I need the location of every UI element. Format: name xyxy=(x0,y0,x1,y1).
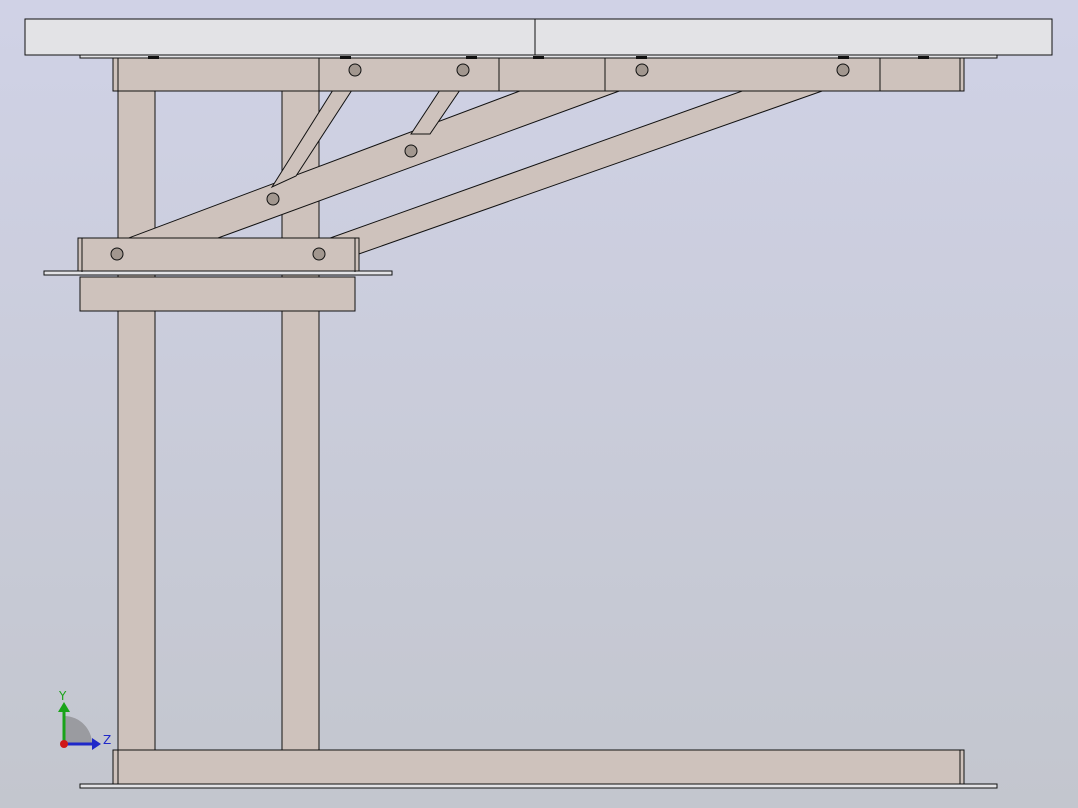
top-deck-plate-right[interactable] xyxy=(534,18,1053,56)
top-deck-plate-left[interactable] xyxy=(24,18,536,56)
bolt[interactable] xyxy=(110,247,124,261)
z-axis-arrowhead xyxy=(92,738,101,750)
bolt-head xyxy=(466,56,477,59)
y-axis-label: Y xyxy=(58,689,67,703)
triad-shade xyxy=(64,716,92,744)
bolt-head xyxy=(148,56,159,59)
middle-bracket-plate[interactable] xyxy=(77,237,360,273)
bolt-head xyxy=(636,56,647,59)
bolt[interactable] xyxy=(836,63,850,77)
bolt[interactable] xyxy=(348,63,362,77)
y-axis-arrowhead xyxy=(58,702,70,712)
bolt-head xyxy=(533,56,544,59)
z-axis-label: Z xyxy=(103,733,111,747)
bolt-head xyxy=(838,56,849,59)
bolt[interactable] xyxy=(456,63,470,77)
x-axis-dot xyxy=(60,740,68,748)
bottom-flange-edge xyxy=(79,783,998,789)
steel-frame-model[interactable] xyxy=(24,18,1053,789)
bolt-head xyxy=(340,56,351,59)
bolt[interactable] xyxy=(404,144,418,158)
bolt[interactable] xyxy=(312,247,326,261)
bottom-base-beam[interactable] xyxy=(112,749,965,787)
middle-bracket-flange xyxy=(43,270,393,276)
left-column[interactable] xyxy=(117,89,156,751)
bolt[interactable] xyxy=(266,192,280,206)
middle-bracket-lower-block[interactable] xyxy=(79,276,356,312)
top-splice-plate[interactable] xyxy=(604,53,881,92)
orientation-triad[interactable]: Y Z xyxy=(58,689,111,750)
bolt-head xyxy=(918,56,929,59)
bolt[interactable] xyxy=(635,63,649,77)
